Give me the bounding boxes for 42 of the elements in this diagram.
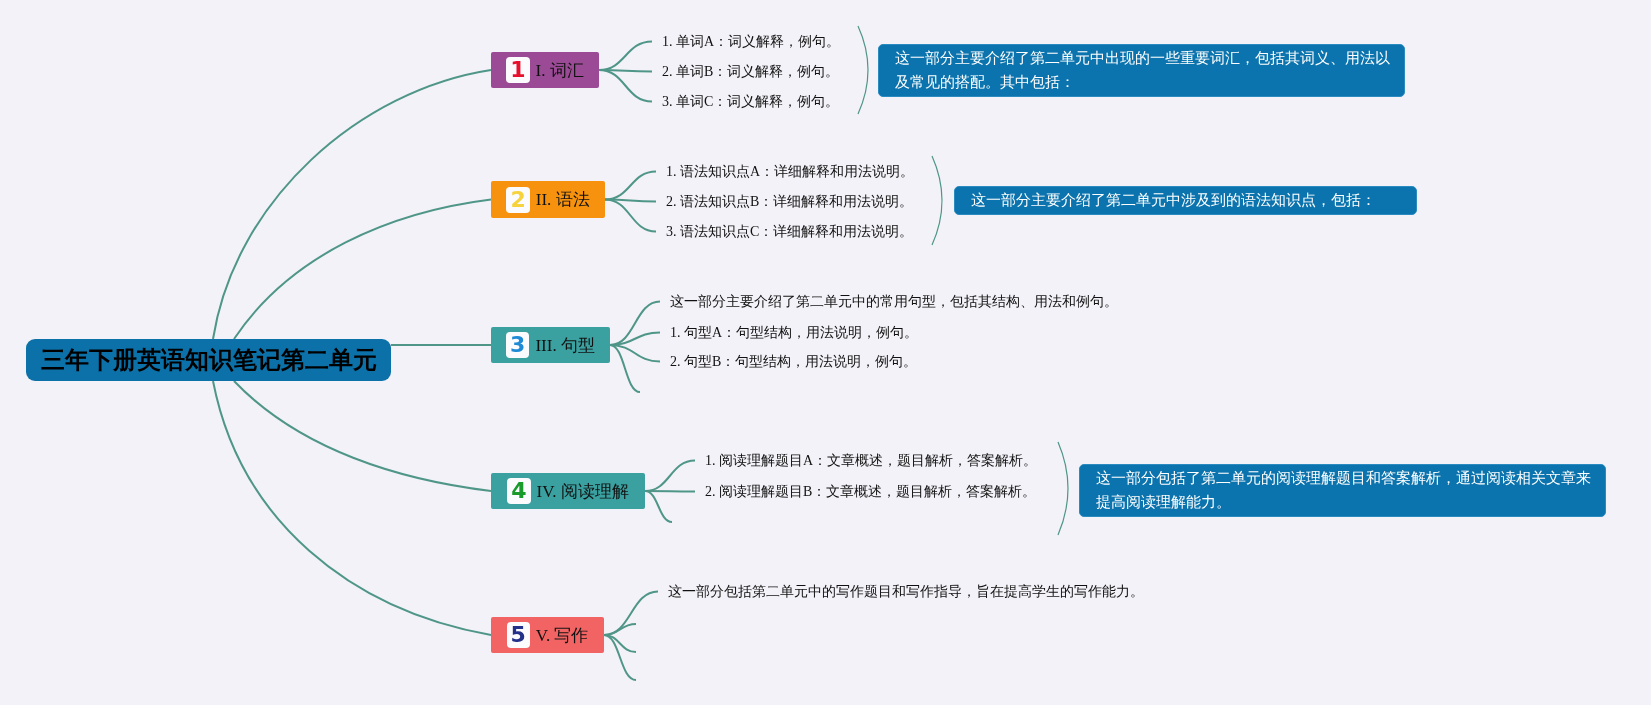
branch-line — [212, 380, 492, 636]
central-topic-box: 三年下册英语知识笔记第二单元 — [26, 339, 391, 381]
branch-text: 2. 语法知识点B：详细解释和用法说明。 — [656, 193, 914, 210]
topic-label: III. 句型 — [535, 334, 595, 357]
branch-text: 2. 单词B：词义解释，例句。 — [652, 63, 840, 80]
branch-line — [212, 69, 492, 340]
branch-line — [390, 344, 492, 346]
step-number: 1 — [506, 57, 530, 83]
branch-text: 1. 语法知识点A：详细解释和用法说明。 — [656, 163, 915, 180]
topic-label: II. 语法 — [535, 189, 590, 211]
branch-line — [644, 490, 673, 523]
topic-box — [491, 181, 605, 218]
branch-line — [233, 198, 492, 340]
summary-box: 这一部分主要介绍了第二单元中出现的一些重要词汇，包括其词义、用法以及常见的搭配。其中包括： — [878, 44, 1405, 97]
topic-box — [491, 473, 645, 509]
branch-text: 1. 单词A：词义解释，例句。 — [652, 33, 841, 50]
topic-label: V. 写作 — [535, 624, 589, 647]
branch-line — [603, 634, 637, 681]
branch-line — [604, 198, 657, 233]
branch-text: 这一部分主要介绍了第二单元中的常用句型，包括其结构、用法和例句。 — [660, 293, 1118, 310]
branch-text: 3. 单词C：词义解释，例句。 — [652, 93, 840, 110]
topic-label: I. 词汇 — [535, 59, 584, 82]
branch-line — [604, 170, 657, 201]
branch-text: 3. 语法知识点C：详细解释和用法说明。 — [656, 223, 914, 240]
step-number: 3 — [506, 332, 530, 358]
branch-line — [598, 69, 653, 103]
step-number: 4 — [507, 478, 531, 504]
summary-box: 这一部分包括了第二单元的阅读理解题目和答案解析，通过阅读相关文章来提高阅读理解能力。 — [1079, 464, 1606, 517]
topic-label: IV. 阅读理解 — [536, 480, 629, 503]
branch-text: 2. 阅读理解题目B：文章概述，题目解析，答案解析。 — [695, 483, 1037, 500]
step-number: 2 — [506, 186, 530, 213]
branch-text: 1. 阅读理解题目A：文章概述，题目解析，答案解析。 — [695, 452, 1038, 469]
summary-box: 这一部分主要介绍了第二单元中涉及到的语法知识点，包括： — [954, 186, 1417, 215]
branch-text: 这一部分包括第二单元中的写作题目和写作指导，旨在提高学生的写作能力。 — [658, 583, 1144, 600]
topic-box — [491, 327, 610, 363]
topic-box — [491, 52, 599, 88]
branch-text: 1. 句型A：句型结构，用法说明，例句。 — [660, 324, 919, 341]
branch-text: 2. 句型B：句型结构，用法说明，例句。 — [660, 353, 918, 370]
topic-box — [491, 617, 604, 653]
step-number: 5 — [506, 622, 530, 648]
branch-line — [233, 380, 492, 492]
branch-line — [609, 344, 641, 393]
